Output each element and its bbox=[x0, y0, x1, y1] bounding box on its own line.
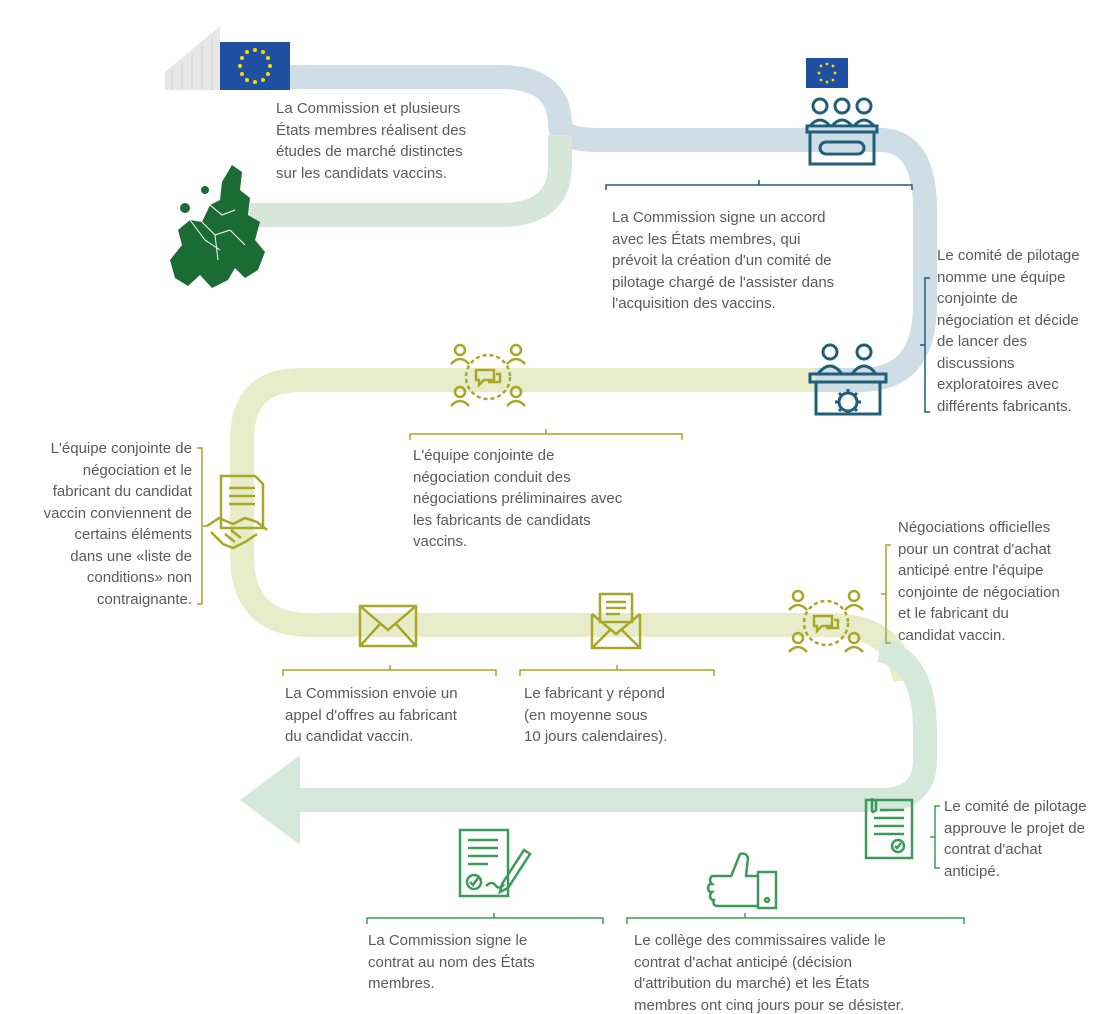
step-11-text: La Commission signe le contrat au nom de… bbox=[368, 932, 535, 992]
step-3-text: Le comité de pilotage nomme une équipe c… bbox=[937, 247, 1080, 415]
step-4-text: L'équipe conjointe de négociation condui… bbox=[413, 447, 623, 550]
step-10-text: Le collège des commissaires valide le co… bbox=[634, 932, 905, 1014]
eu-stars bbox=[238, 48, 272, 84]
step-2-text: La Commission signe un accord avec les É… bbox=[612, 209, 835, 312]
envelope-icon bbox=[358, 604, 418, 648]
discussion-circle-icon bbox=[450, 343, 526, 407]
committee-table-icon bbox=[805, 97, 879, 166]
signing-contract-icon bbox=[458, 828, 532, 898]
open-envelope-icon bbox=[590, 592, 642, 650]
step-1-text: La Commission et plusieurs États membres… bbox=[276, 100, 467, 182]
step-8-text: Négociations officielles pour un contrat… bbox=[898, 519, 1060, 644]
eu-flag-building-icon bbox=[165, 26, 290, 90]
handshake-document-icon bbox=[206, 474, 268, 550]
thumbs-up-icon bbox=[706, 852, 778, 910]
approved-document-icon bbox=[864, 798, 914, 860]
step-5-text: L'équipe conjointe de négociation et le … bbox=[43, 440, 192, 608]
negotiation-team-icon bbox=[808, 343, 888, 416]
step-9-text: Le comité de pilotage approuve le projet… bbox=[944, 798, 1087, 880]
step-6-text: La Commission envoie un appel d'offres a… bbox=[285, 685, 458, 745]
eu-map-icon bbox=[170, 165, 265, 288]
step-7-text: Le fabricant y répond (en moyenne sous 1… bbox=[524, 685, 668, 745]
discussion-circle-icon bbox=[788, 589, 864, 653]
eu-flag-icon bbox=[806, 58, 848, 88]
